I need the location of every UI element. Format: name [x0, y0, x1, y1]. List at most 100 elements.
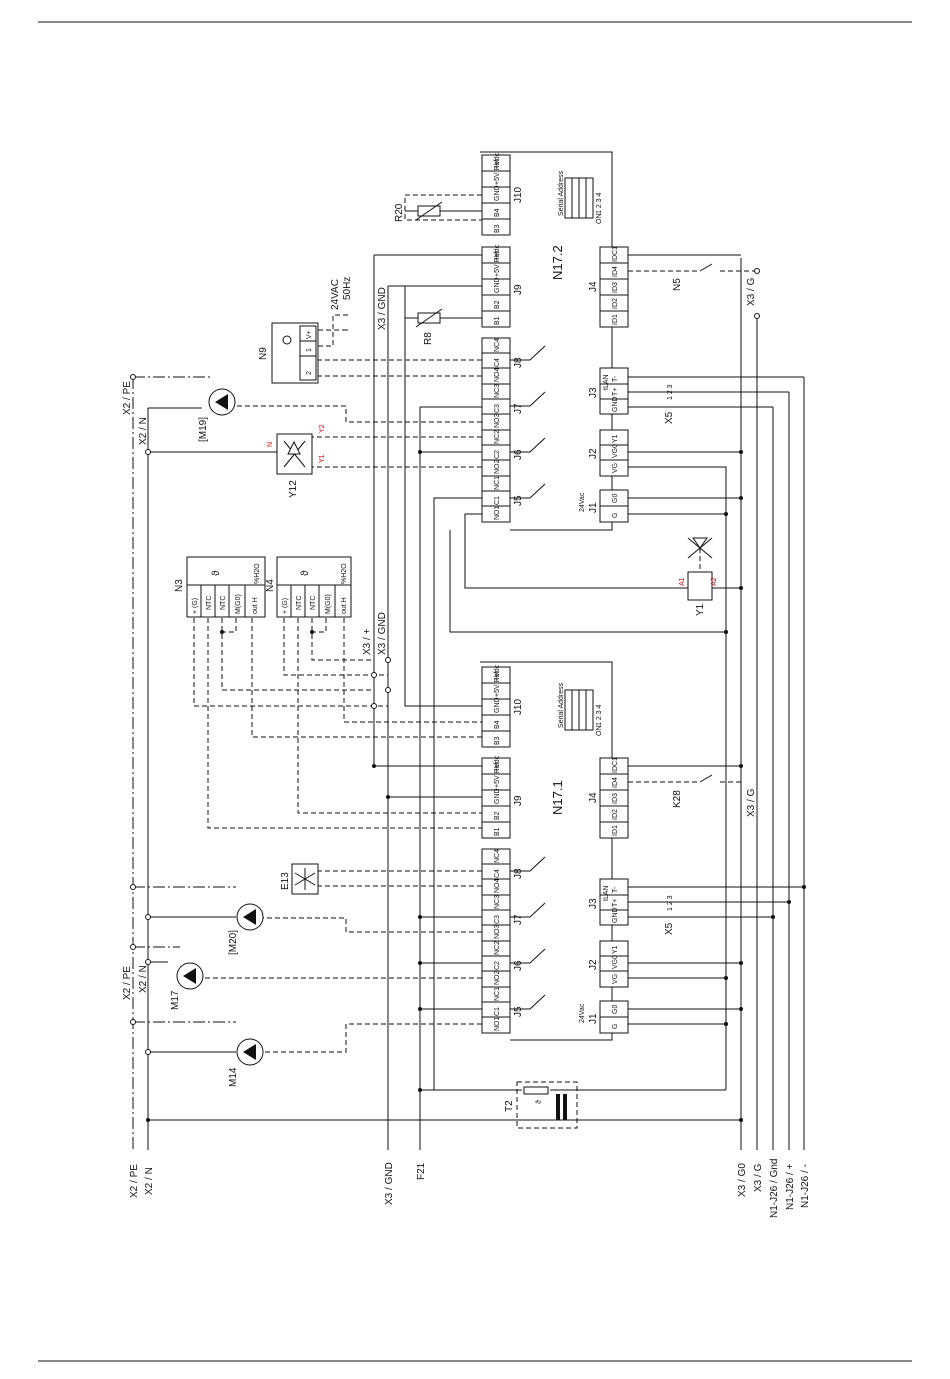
r20-sensor: R20 — [394, 201, 443, 222]
e13-heater: E13 — [280, 863, 319, 895]
svg-text:GND: GND — [612, 907, 619, 923]
svg-text:24VAC: 24VAC — [330, 279, 341, 310]
connector-j2-bottom: Y1 VG0 VG J2 — [588, 940, 629, 988]
module-n17-2-label: N17.2 — [550, 245, 565, 280]
module-n17-1-label: N17.1 — [550, 780, 565, 815]
svg-text:ϑ: ϑ — [300, 570, 311, 576]
svg-text:50Hz: 50Hz — [342, 277, 353, 300]
svg-text:ID1: ID1 — [612, 825, 619, 836]
connector-j10-top: +Vdc +5V Ref GND B4 B3 J10 — [481, 152, 524, 236]
svg-text:G: G — [612, 1024, 619, 1029]
svg-text:A1: A1 — [679, 577, 686, 586]
svg-text:Y1: Y1 — [612, 434, 619, 443]
svg-text:N1-J26 / Gnd: N1-J26 / Gnd — [769, 1159, 780, 1218]
svg-text:Y1: Y1 — [612, 945, 619, 954]
svg-text:T+: T+ — [612, 899, 619, 907]
svg-text:24Vac: 24Vac — [579, 1003, 586, 1023]
svg-text:NTC: NTC — [206, 596, 213, 610]
x5-pins-bottom: 1 2 3 — [667, 895, 674, 911]
m19-pump: [M19] — [198, 388, 236, 442]
svg-text:X2 / N: X2 / N — [138, 417, 149, 445]
svg-text:NC3: NC3 — [494, 384, 501, 398]
svg-text:+ (G): + (G) — [192, 598, 199, 614]
svg-text:B2: B2 — [494, 811, 501, 820]
r8-sensor: R8 — [415, 308, 443, 345]
y12-valve: Y12 N Y2 Y1 — [267, 424, 326, 498]
svg-text:ID4: ID4 — [612, 266, 619, 277]
connector-j3-top: T- T+ GND tLAN J3 — [588, 367, 629, 415]
svg-text:M17: M17 — [170, 990, 181, 1010]
svg-text:NO3: NO3 — [494, 925, 501, 940]
svg-text:NC2: NC2 — [494, 430, 501, 444]
t2-transformer: ϑ T2 — [504, 1081, 578, 1129]
svg-text:N3: N3 — [174, 579, 185, 592]
svg-text:[M20]: [M20] — [228, 930, 239, 955]
svg-text:Serial Address: Serial Address — [558, 682, 565, 728]
junction-dots — [130, 268, 806, 1122]
svg-text:C3: C3 — [494, 404, 501, 413]
svg-text:N: N — [267, 442, 274, 447]
svg-text:B4: B4 — [494, 208, 501, 217]
svg-text:NTC: NTC — [296, 596, 303, 610]
svg-text:C4: C4 — [494, 869, 501, 878]
x5-label-top: X5 — [664, 411, 675, 424]
svg-text:N1-J26 / +: N1-J26 / + — [785, 1163, 796, 1210]
svg-text:+5V Ref: +5V Ref — [494, 159, 501, 185]
connector-j4-top: IDC1 ID4 ID3 ID2 ID1 J4 — [588, 246, 629, 328]
svg-text:M(G0): M(G0) — [235, 594, 242, 614]
svg-text:B3: B3 — [494, 736, 501, 745]
connector-j9-top: +Vdc +5V Ref GND B2 B1 J9 — [481, 244, 524, 328]
connector-j6-bottom: NC2 C2 NO2 J6 — [481, 940, 546, 988]
m14-pump: M14 — [228, 1038, 264, 1087]
svg-text:IDC1: IDC1 — [612, 757, 619, 773]
svg-text:R20: R20 — [394, 203, 405, 222]
svg-text:N1-J26 / -: N1-J26 / - — [800, 1164, 811, 1208]
svg-text:Y1: Y1 — [695, 603, 706, 616]
svg-text:C2: C2 — [494, 450, 501, 459]
svg-text:T-: T- — [612, 375, 619, 382]
svg-text:J6: J6 — [513, 449, 524, 460]
svg-text:VG: VG — [612, 974, 619, 984]
connector-j3-bottom: T- T+ GND tLAN J3 — [588, 878, 629, 926]
svg-text:E13: E13 — [280, 872, 291, 890]
svg-text:M(G0): M(G0) — [325, 594, 332, 614]
svg-text:J3: J3 — [588, 387, 599, 398]
svg-text:J6: J6 — [513, 960, 524, 971]
svg-text:NO2: NO2 — [494, 971, 501, 986]
svg-text:J2: J2 — [588, 959, 599, 970]
svg-text:ID1: ID1 — [612, 314, 619, 325]
svg-text:+5V Ref: +5V Ref — [494, 762, 501, 788]
svg-text:tLAN: tLAN — [603, 885, 610, 901]
svg-text:X2 / N: X2 / N — [138, 965, 149, 993]
connector-j10-bottom: +Vdc +5V Ref GND B4 B3 J10 — [481, 664, 524, 748]
svg-text:Y12: Y12 — [288, 480, 299, 498]
svg-text:NC1: NC1 — [494, 476, 501, 490]
svg-text:GND: GND — [612, 396, 619, 412]
svg-text:ϑ: ϑ — [536, 1100, 543, 1104]
connector-j1-bottom: G0 G 24Vac J1 — [579, 1000, 629, 1034]
bus-lines — [132, 255, 805, 1150]
svg-text:ϑ: ϑ — [211, 570, 222, 576]
svg-text:Y1: Y1 — [319, 454, 326, 463]
svg-text:R8: R8 — [423, 332, 434, 345]
svg-text:B2: B2 — [494, 300, 501, 309]
wires — [133, 194, 804, 1121]
svg-text:%H2O: %H2O — [341, 563, 348, 584]
svg-text:out H: out H — [252, 597, 259, 614]
svg-text:ON: ON — [596, 726, 603, 737]
svg-text:NC4: NC4 — [494, 849, 501, 863]
svg-text:Serial Address: Serial Address — [558, 170, 565, 216]
svg-text:J8: J8 — [513, 357, 524, 368]
svg-text:T-: T- — [612, 886, 619, 893]
svg-text:J5: J5 — [513, 1006, 524, 1017]
svg-text:out H: out H — [341, 597, 348, 614]
svg-text:+5V Ref: +5V Ref — [494, 671, 501, 697]
svg-text:+ (G): + (G) — [282, 598, 289, 614]
svg-text:J9: J9 — [513, 284, 524, 295]
svg-text:tLAN: tLAN — [603, 374, 610, 390]
svg-text:VG0: VG0 — [612, 444, 619, 458]
svg-text:J10: J10 — [513, 698, 524, 715]
svg-text:2: 2 — [306, 371, 313, 375]
svg-text:NC2: NC2 — [494, 941, 501, 955]
svg-text:1: 1 — [306, 348, 313, 352]
